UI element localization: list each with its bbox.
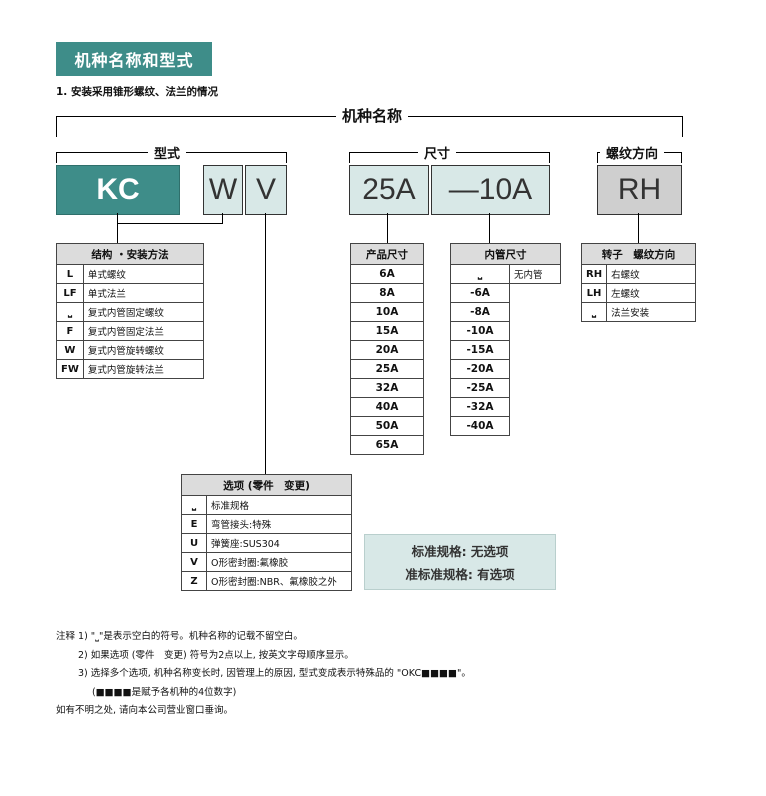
table-row: -8A xyxy=(450,302,561,322)
code-size: 25A xyxy=(349,165,429,215)
code-inner: —10A xyxy=(431,165,550,215)
code-rh: RH xyxy=(597,165,682,215)
spec-note-semi-standard: 准标准规格: 有选项 xyxy=(405,567,515,582)
type-label: 型式 xyxy=(148,143,187,162)
inquiry-note: 如有不明之处, 请向本公司营业窗口垂询。 xyxy=(56,705,234,716)
code-kc: KC xyxy=(56,165,180,215)
size-label: 尺寸 xyxy=(418,143,457,162)
product-size-header: 产品尺寸 xyxy=(350,243,424,265)
note-1: 注释 1) "⎵"是表示空白的符号。机种名称的记载不留空白。 xyxy=(56,631,303,642)
inner-size-table: 内管尺寸 ⎵无内管 -6A -8A -10A -15A -20A -25A -3… xyxy=(450,243,561,436)
table-row: 32A xyxy=(350,378,424,398)
code-v: V xyxy=(245,165,287,215)
table-row: -32A xyxy=(450,397,561,417)
table-row: ⎵无内管 xyxy=(450,264,561,284)
option-table-header: 选项 (零件 变更) xyxy=(181,474,352,496)
product-size-table: 产品尺寸 6A 8A 10A 15A 20A 25A 32A 40A 50A 6… xyxy=(350,243,424,455)
table-row: 40A xyxy=(350,397,424,417)
table-row: -40A xyxy=(450,416,561,436)
rotor-thread-header: 转子 螺纹方向 xyxy=(581,243,696,265)
inner-size-header: 内管尺寸 xyxy=(450,243,561,265)
code-w: W xyxy=(203,165,243,215)
thread-direction-label: 螺纹方向 xyxy=(600,143,665,162)
note-3-sub: (■■■■是赋予各机种的4位数字) xyxy=(92,686,237,698)
section-title-tag: 机种名称和型式 xyxy=(56,42,212,76)
table-row: ⎵标准规格 xyxy=(181,495,352,515)
table-row: ⎵法兰安装 xyxy=(580,302,696,322)
spec-note-standard: 标准规格: 无选项 xyxy=(411,544,509,559)
table-row: -15A xyxy=(450,340,561,360)
table-row: 20A xyxy=(350,340,424,360)
structure-table-header: 结构 ・安装方法 xyxy=(56,243,204,265)
table-row: -25A xyxy=(450,378,561,398)
model-name-label: 机种名称 xyxy=(336,105,409,126)
table-row: -20A xyxy=(450,359,561,379)
table-row: -10A xyxy=(450,321,561,341)
spec-note-box: 标准规格: 无选项 准标准规格: 有选项 xyxy=(364,534,556,590)
table-row: 15A xyxy=(350,321,424,341)
table-row: 8A xyxy=(350,283,424,303)
table-row: 50A xyxy=(350,416,424,436)
table-row: -6A xyxy=(450,283,561,303)
table-row: 6A xyxy=(350,264,424,284)
note-2: 2) 如果选项 (零件 变更) 符号为2点以上, 按英文字母顺序显示。 xyxy=(78,649,354,661)
table-row: 65A xyxy=(350,435,424,455)
table-row: 10A xyxy=(350,302,424,322)
table-row: ⎵复式内管固定螺纹 xyxy=(56,302,205,322)
footnotes: 注释 1) "⎵"是表示空白的符号。机种名称的记载不留空白。 2) 如果选项 (… xyxy=(56,628,471,721)
table-row: 25A xyxy=(350,359,424,379)
note-3: 3) 选择多个选项, 机种名称变长时, 因管理上的原因, 型式变成表示特殊品的 … xyxy=(78,668,471,679)
subtitle: 1. 安装采用锥形螺纹、法兰的情况 xyxy=(56,86,218,98)
